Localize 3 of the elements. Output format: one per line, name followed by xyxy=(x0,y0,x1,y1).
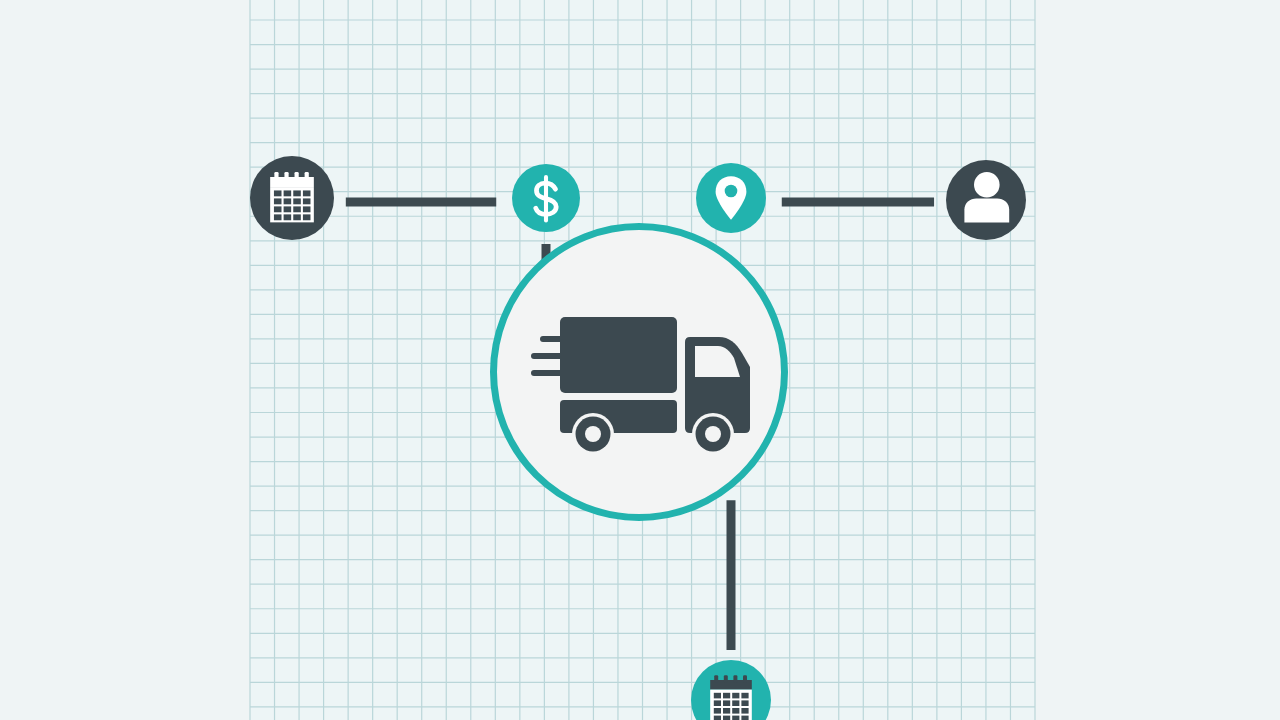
connector-line xyxy=(345,197,497,207)
connector-line xyxy=(726,500,736,650)
connector-line xyxy=(781,197,935,207)
